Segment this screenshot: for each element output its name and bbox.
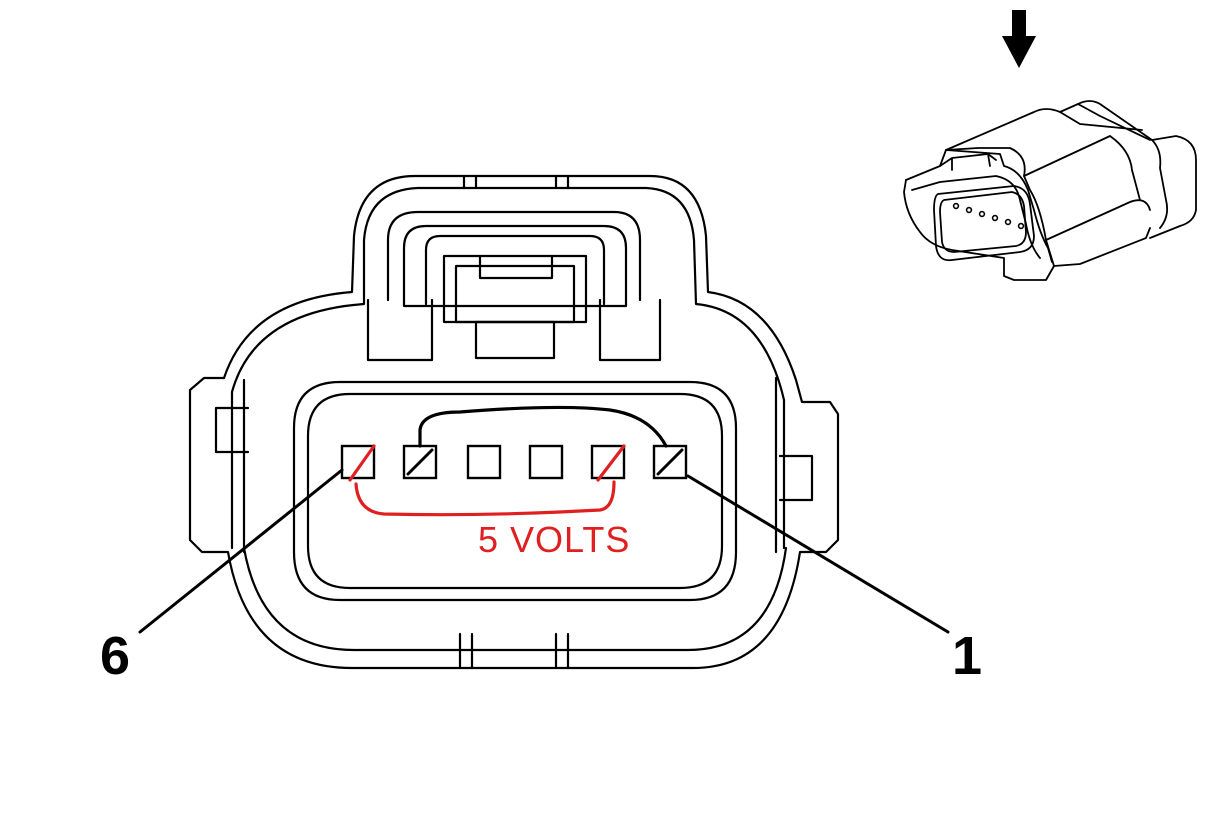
thumb-face-cavity (933, 185, 1035, 262)
down-arrow-icon (1002, 10, 1036, 68)
red-bracket (354, 480, 616, 517)
top-seam-left (462, 174, 478, 190)
thumb-pin (978, 210, 986, 218)
pin-cavity-inner (306, 392, 724, 590)
thumb-pin (1017, 222, 1025, 230)
pin-1-slash (656, 448, 684, 476)
connector-inner-shell (230, 186, 788, 652)
thumb-pin (991, 214, 999, 222)
five-volts-label: 5 VOLTS (478, 519, 630, 560)
pin-slashes-black (406, 448, 684, 476)
pin-cavity-outer (292, 380, 738, 602)
thumb-face-cavity-inner (939, 191, 1027, 253)
thumb-pin (1004, 218, 1012, 226)
latch-inner-window (424, 234, 606, 306)
leader-lines (138, 468, 950, 634)
top-seam-right (554, 174, 570, 190)
jumper-wire (418, 405, 668, 448)
thumb-face-frame (905, 149, 1053, 263)
thumb-body-ridge (1023, 135, 1151, 241)
pin-1-label: 1 (952, 626, 982, 686)
red-annotations (348, 444, 626, 517)
thumb-face-inner (911, 175, 1041, 259)
connector-side-rail-left (230, 378, 246, 554)
leader-line-pin-6 (138, 468, 344, 634)
connector-front-view (188, 174, 840, 670)
latch-lower-block (474, 320, 556, 360)
connector-left-ear (214, 406, 250, 454)
thumb-body-top (945, 100, 1197, 239)
pin-6-red-slash (348, 444, 376, 482)
thumb-latch-bar (939, 153, 997, 171)
pin-5-slash (406, 448, 434, 476)
pin-row (340, 444, 688, 480)
latch-frame (386, 210, 642, 302)
leader-line-pin-1 (686, 474, 950, 634)
thumb-latch (1059, 103, 1169, 229)
latch-frame-inner (402, 224, 628, 308)
pin-4 (466, 444, 502, 480)
latch-tab-inner (454, 264, 576, 324)
pin-6-label: 6 (100, 626, 130, 686)
thumb-pin (965, 206, 973, 214)
pin-2-red-slash (596, 444, 626, 482)
latch-tab-notch (478, 254, 554, 280)
connector-right-ear (778, 454, 814, 502)
connector-side-rail-right (774, 376, 786, 554)
thumb-pin (952, 202, 960, 210)
connector-thumbnail-icon (903, 100, 1197, 281)
pin-3 (528, 444, 564, 480)
connector-outer-shell (188, 174, 840, 670)
thumb-pins (952, 202, 1025, 230)
latch-housing-outer (366, 298, 662, 362)
bottom-key-slot (458, 632, 570, 670)
